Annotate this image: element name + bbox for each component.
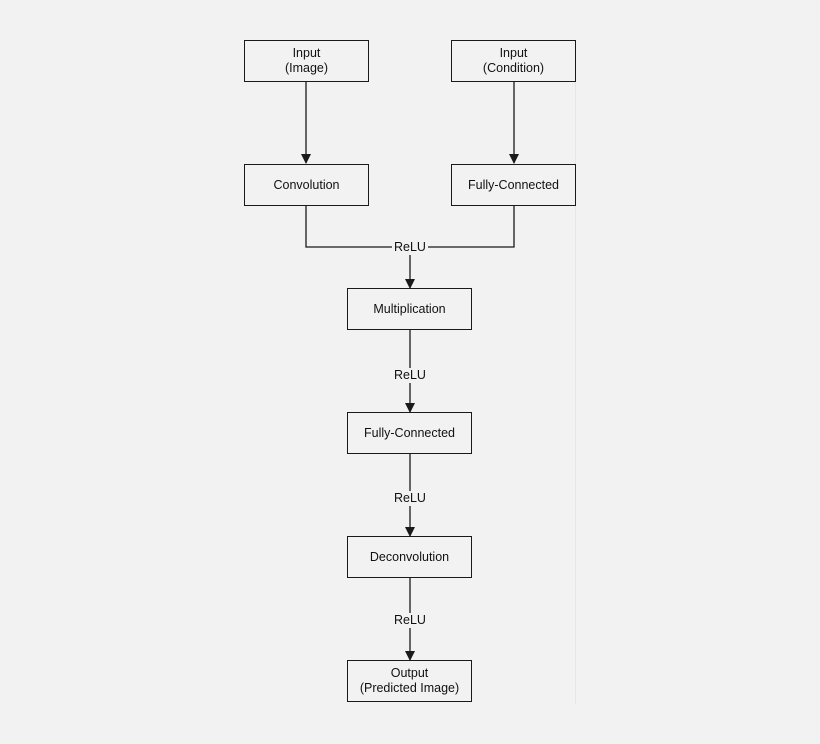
node-input-condition-line1: Input <box>499 46 528 60</box>
node-output-line2: (Predicted Image) <box>359 681 460 695</box>
node-input-image-line2: (Image) <box>284 61 329 75</box>
node-multiplication: Multiplication <box>347 288 472 330</box>
node-fc-condition-label: Fully-Connected <box>467 177 559 192</box>
node-multiplication-label: Multiplication <box>373 301 446 316</box>
node-input-image-line1: Input <box>292 46 321 60</box>
node-output: Output (Predicted Image) <box>347 660 472 702</box>
edge-label-after-deconvolution: ReLU <box>392 613 428 628</box>
divider <box>575 42 576 704</box>
node-deconvolution-label: Deconvolution <box>369 549 450 564</box>
node-input-condition-line2: (Condition) <box>482 61 545 75</box>
edge-label-after-multiplication: ReLU <box>392 368 428 383</box>
node-deconvolution: Deconvolution <box>347 536 472 578</box>
edge-label-after-fully-connected: ReLU <box>392 491 428 506</box>
node-convolution: Convolution <box>244 164 369 206</box>
node-fc-main-label: Fully-Connected <box>363 425 455 440</box>
node-fc-condition: Fully-Connected <box>451 164 576 206</box>
node-input-image: Input (Image) <box>244 40 369 82</box>
edge-label-merge: ReLU <box>392 240 428 255</box>
node-fc-main: Fully-Connected <box>347 412 472 454</box>
node-input-condition: Input (Condition) <box>451 40 576 82</box>
node-output-line1: Output <box>390 666 429 680</box>
node-convolution-label: Convolution <box>273 177 340 192</box>
